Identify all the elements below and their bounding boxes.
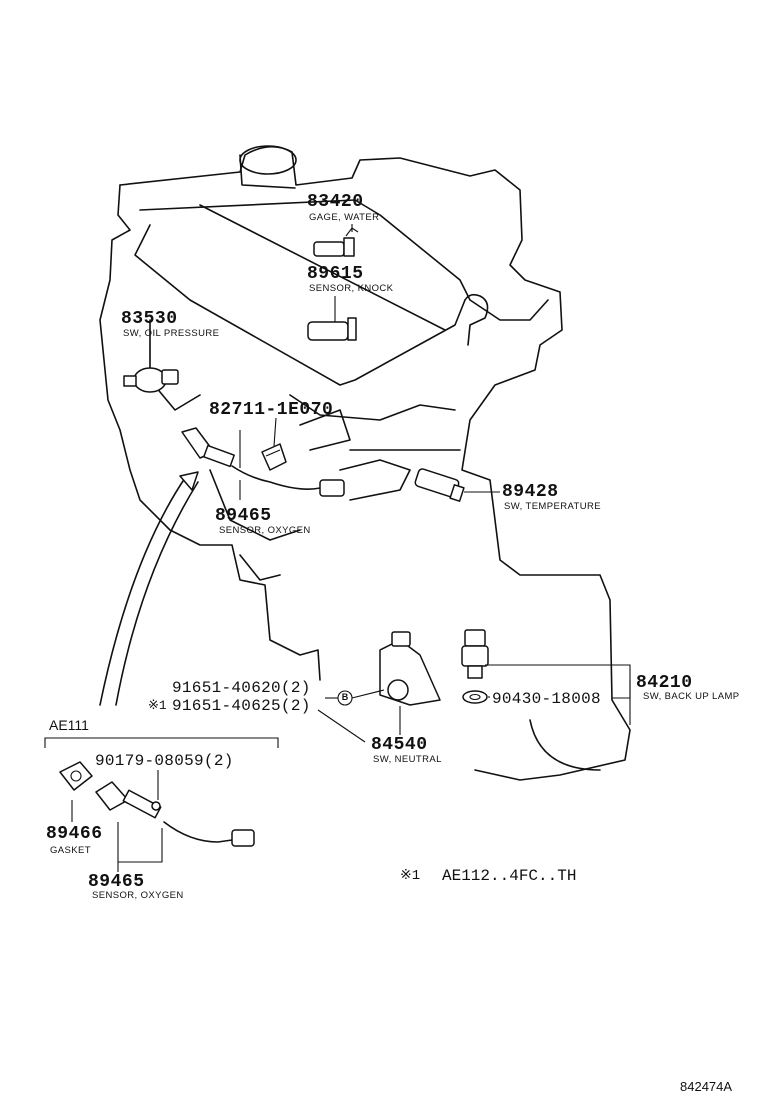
- figure-id: 842474A: [680, 1079, 733, 1094]
- part-84210-number: 84210: [636, 673, 693, 693]
- part-83420-desc: GAGE, WATER: [309, 212, 380, 223]
- part-89428-number: 89428: [502, 482, 559, 502]
- leader-lines: [149, 224, 631, 743]
- circle-marker-ring: [337, 690, 353, 706]
- part-91651a-number: 91651-40620(2): [172, 679, 311, 697]
- clip-part: [261, 443, 287, 471]
- footnote-marker: ※1: [400, 868, 421, 884]
- part-89465-number: 89465: [215, 506, 272, 526]
- circle-marker-letter: B: [341, 692, 349, 702]
- part-89465-desc: SENSOR, OXYGEN: [219, 525, 311, 536]
- neutral-switch-part: [379, 631, 441, 706]
- part-89465b-number: 89465: [88, 872, 145, 892]
- part-90430-number: 90430-18008: [492, 690, 601, 708]
- inset-gasket-part: [59, 761, 93, 791]
- inset-oxygen-sensor-part: [95, 781, 255, 847]
- part-84210-desc: SW, BACK UP LAMP: [643, 691, 740, 702]
- part-83530-number: 83530: [121, 309, 178, 329]
- oil-pressure-switch-part: [123, 367, 179, 393]
- gasket-washer-part: [462, 690, 488, 704]
- oxygen-sensor-part: [181, 427, 345, 497]
- part-89428-desc: SW, TEMPERATURE: [504, 501, 601, 512]
- water-gage-part: [313, 227, 359, 257]
- inset-arrow: [99, 471, 199, 706]
- inset-leader-lines: [71, 770, 163, 872]
- part-89615-desc: SENSOR, KNOCK: [309, 283, 394, 294]
- inset-title: AE111: [49, 717, 89, 733]
- part-82711-number: 82711-1E070: [209, 400, 334, 420]
- part-91651b-marker: ※1: [148, 698, 167, 713]
- part-83420-number: 83420: [307, 192, 364, 212]
- knock-sensor-part: [307, 317, 357, 341]
- temperature-switch-part: [414, 468, 465, 502]
- part-90179-number: 90179-08059(2): [95, 752, 234, 770]
- part-84540-desc: SW, NEUTRAL: [373, 754, 442, 765]
- engine-outline: [99, 145, 631, 781]
- part-91651b-number: 91651-40625(2): [172, 697, 311, 715]
- part-89465b-desc: SENSOR, OXYGEN: [92, 890, 184, 901]
- part-89466-desc: GASKET: [50, 845, 91, 856]
- part-84540-number: 84540: [371, 735, 428, 755]
- inset-bracket: [44, 737, 279, 748]
- part-89466-number: 89466: [46, 824, 103, 844]
- back-up-lamp-switch-part: [461, 629, 489, 679]
- footnote-text: AE112..4FC..TH: [442, 867, 577, 885]
- part-83530-desc: SW, OIL PRESSURE: [123, 328, 220, 339]
- part-89615-number: 89615: [307, 264, 364, 284]
